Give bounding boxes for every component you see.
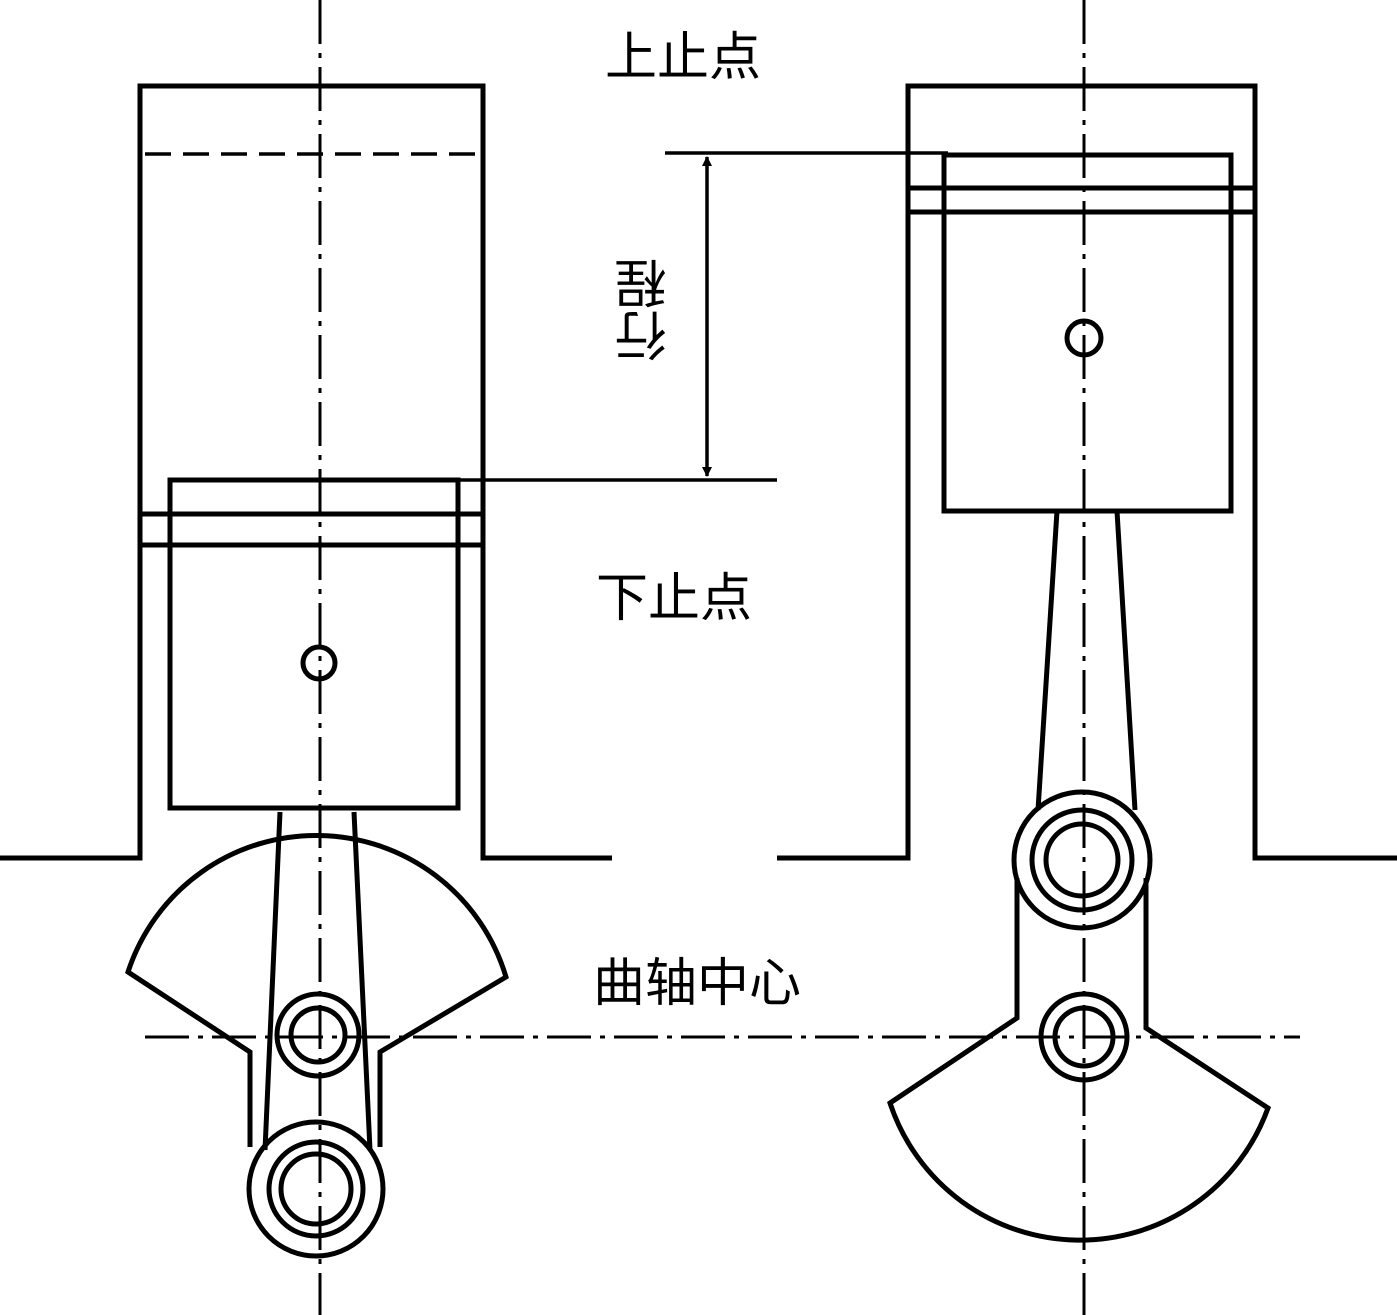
left-piston-pin <box>300 644 338 682</box>
left-counterweight <box>125 832 509 1147</box>
left-assembly-bdc <box>0 0 612 1315</box>
top-dead-center-label: 上止点 <box>605 28 762 88</box>
crankshaft-center-label: 曲轴中心 <box>593 954 802 1014</box>
right-big-end <box>1011 789 1153 931</box>
left-piston <box>142 477 482 811</box>
right-piston <box>910 152 1253 514</box>
left-crank-pin <box>274 991 362 1079</box>
left-cylinder-wall <box>0 83 612 861</box>
bottom-dead-center-label: 下止点 <box>596 569 753 629</box>
left-connecting-rod <box>262 811 373 1151</box>
right-assembly-tdc <box>777 0 1397 1315</box>
right-counterweight <box>887 878 1272 1243</box>
right-cylinder-wall <box>777 83 1397 861</box>
left-main-journal <box>246 1119 386 1259</box>
right-piston-pin <box>1064 318 1104 358</box>
right-connecting-rod <box>1035 510 1138 811</box>
stroke-label: 行程 <box>616 258 676 362</box>
